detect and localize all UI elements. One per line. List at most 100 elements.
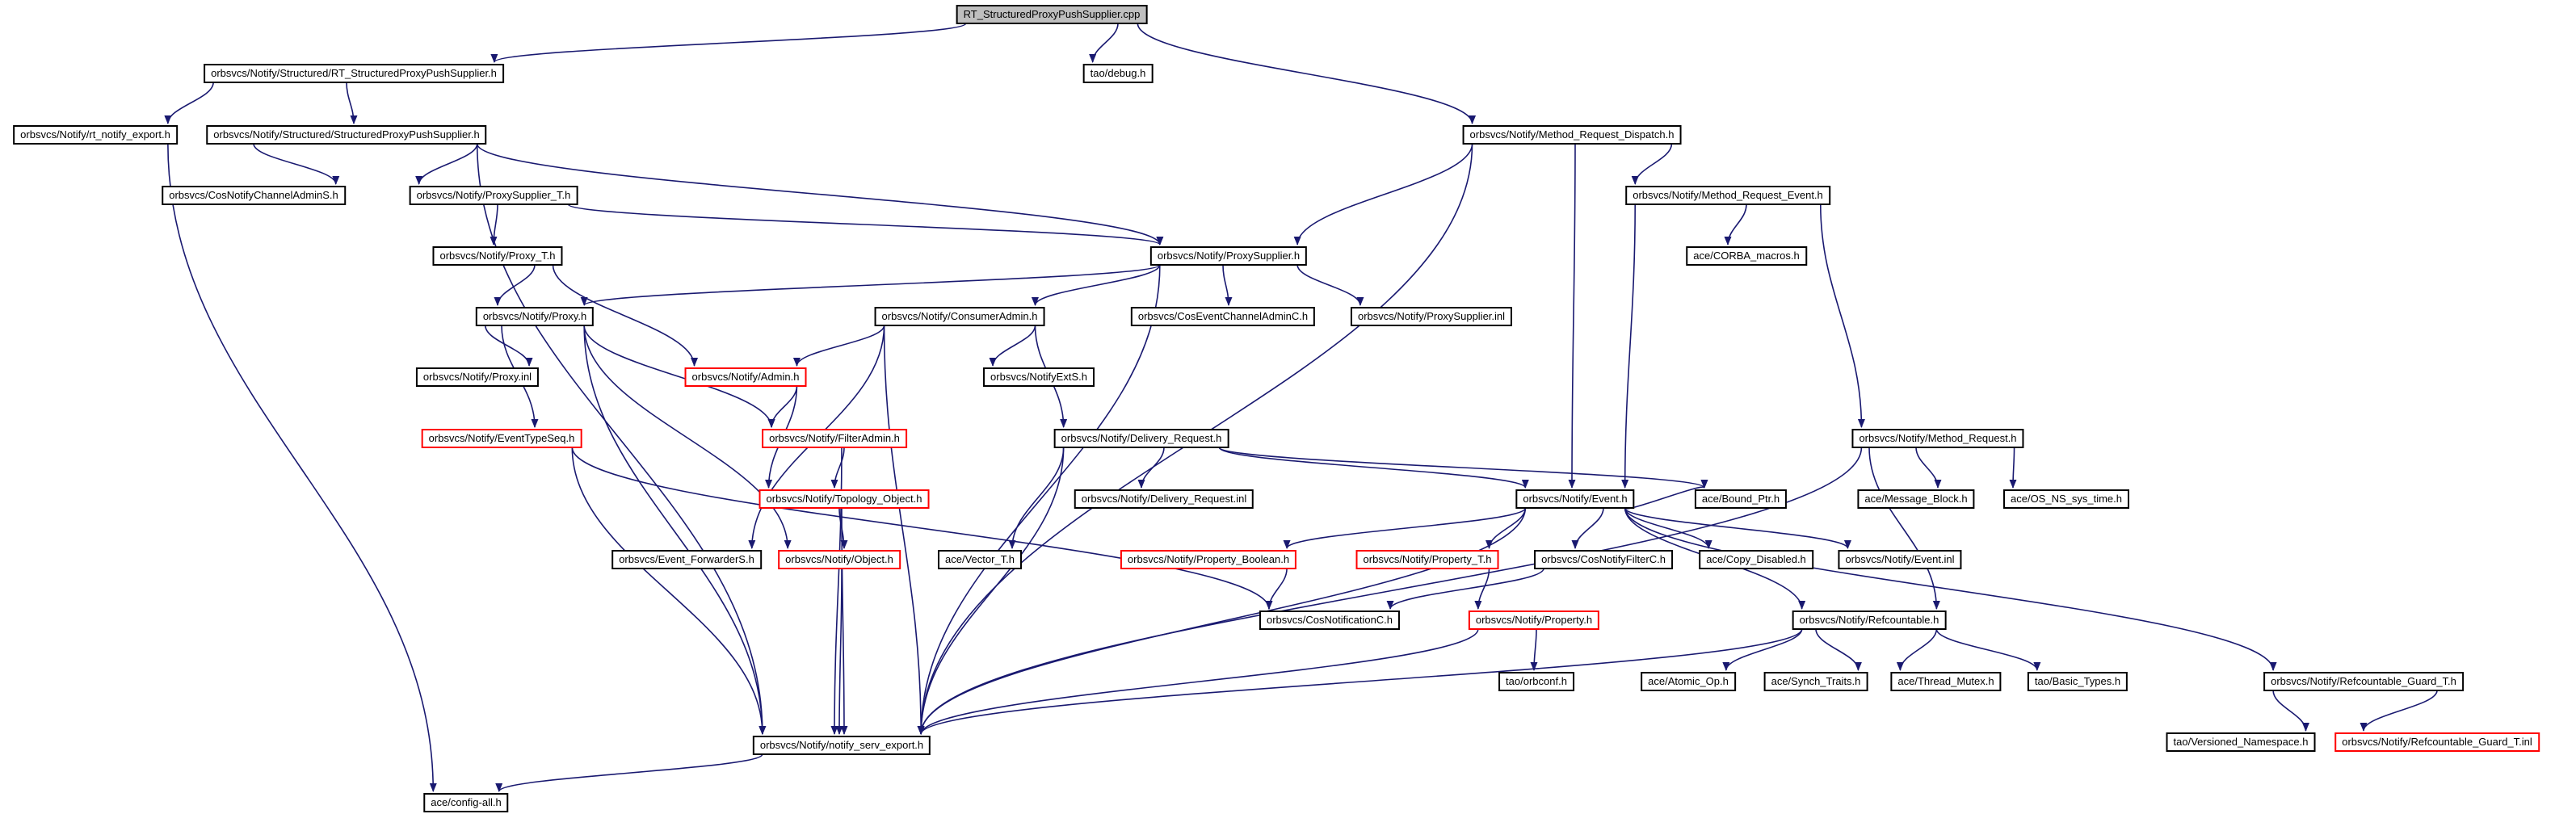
include-edge: [581, 264, 1161, 306]
include-edge: [1935, 628, 2041, 671]
include-edge: [917, 628, 1479, 735]
include-edge: [1568, 143, 1576, 489]
graph-node-ace-atomic-op-h[interactable]: ace/Atomic_Op.h: [1641, 672, 1736, 691]
graph-node-tao-orbconf-h[interactable]: tao/orbconf.h: [1498, 672, 1574, 691]
include-edge: [583, 325, 775, 428]
include-edge: [490, 204, 498, 245]
graph-node-orbsvcs-notify-proxysupplier-inl[interactable]: orbsvcs/Notify/ProxySupplier.inl: [1350, 307, 1513, 326]
include-edge: [346, 82, 358, 124]
include-edge: [1724, 204, 1747, 245]
graph-node-orbsvcs-notify-refcountable-guard-t-inl[interactable]: orbsvcs/Notify/Refcountable_Guard_T.inl: [2334, 732, 2540, 752]
graph-node-orbsvcs-cosnotifyfilterc-h[interactable]: orbsvcs/CosNotifyFilterC.h: [1534, 550, 1673, 569]
include-edge: [1571, 507, 1604, 549]
include-edge: [883, 325, 925, 735]
graph-node-orbsvcs-cosnotificationc-h[interactable]: orbsvcs/CosNotificationC.h: [1259, 610, 1401, 630]
graph-node-orbsvcs-notify-method-request-event-h[interactable]: orbsvcs/Notify/Method_Request_Event.h: [1625, 186, 1830, 205]
graph-node-ace-os-ns-sys-time-h[interactable]: ace/OS_NS_sys_time.h: [2002, 489, 2130, 509]
include-edge: [1815, 628, 1862, 671]
include-edge: [1293, 143, 1473, 245]
include-edge: [1218, 447, 1708, 489]
include-edge: [1624, 507, 1712, 549]
include-edge: [567, 204, 1163, 245]
include-edge: [1032, 264, 1161, 306]
graph-node-orbsvcs-notify-structured-structuredproxypushsupplier-h[interactable]: orbsvcs/Notify/Structured/StructuredProx…: [206, 125, 487, 145]
include-edge: [835, 568, 843, 735]
graph-node-orbsvcs-notify-rt-notify-export-h[interactable]: orbsvcs/Notify/rt_notify_export.h: [13, 125, 178, 145]
graph-node-orbsvcs-coseventchanneladminc-h[interactable]: orbsvcs/CosEventChannelAdminC.h: [1130, 307, 1316, 326]
graph-node-orbsvcs-notify-proxy-h[interactable]: orbsvcs/Notify/Proxy.h: [475, 307, 595, 326]
include-edge: [490, 23, 967, 63]
include-edge: [1631, 143, 1673, 185]
graph-node-orbsvcs-notify-refcountable-h[interactable]: orbsvcs/Notify/Refcountable.h: [1792, 610, 1947, 630]
include-edge: [917, 264, 1161, 735]
graph-node-orbsvcs-notify-proxy-inl[interactable]: orbsvcs/Notify/Proxy.inl: [415, 367, 540, 387]
include-edge: [1222, 264, 1233, 306]
graph-node-orbsvcs-notify-notify-serv-export-h[interactable]: orbsvcs/Notify/notify_serv_export.h: [752, 736, 931, 755]
include-edge: [415, 143, 478, 185]
graph-node-orbsvcs-notify-event-h[interactable]: orbsvcs/Notify/Event.h: [1515, 489, 1635, 509]
graph-node-orbsvcs-notify-method-request-dispatch-h[interactable]: orbsvcs/Notify/Method_Request_Dispatch.h: [1462, 125, 1682, 145]
include-edge: [1624, 479, 1708, 510]
graph-node-tao-versioned-namespace-h[interactable]: tao/Versioned_Namespace.h: [2166, 732, 2316, 752]
graph-node-orbsvcs-notify-proxy-t-h[interactable]: orbsvcs/Notify/Proxy_T.h: [432, 246, 563, 266]
include-edge: [253, 143, 340, 185]
include-edge: [1008, 447, 1065, 549]
graph-node-ace-synch-traits-h[interactable]: ace/Synch_Traits.h: [1763, 672, 1868, 691]
include-edge: [917, 507, 1527, 735]
include-edge: [1474, 568, 1490, 610]
graph-node-ace-config-all-h[interactable]: ace/config-all.h: [423, 793, 509, 812]
include-edge: [495, 753, 763, 792]
include-edge: [1624, 507, 2277, 671]
include-edge: [917, 447, 1863, 735]
graph-node-orbsvcs-notify-event-inl[interactable]: orbsvcs/Notify/Event.inl: [1838, 550, 1962, 569]
graph-node-orbsvcs-event-forwarders-h[interactable]: orbsvcs/Event_ForwarderS.h: [611, 550, 762, 569]
include-edge: [1218, 447, 1529, 489]
graph-node-orbsvcs-notify-delivery-request-inl[interactable]: orbsvcs/Notify/Delivery_Request.inl: [1074, 489, 1254, 509]
include-edge: [583, 325, 767, 735]
include-edge: [1868, 447, 1940, 610]
graph-node-ace-thread-mutex-h[interactable]: ace/Thread_Mutex.h: [1890, 672, 2002, 691]
graph-node-ace-message-block-h[interactable]: ace/Message_Block.h: [1857, 489, 1975, 509]
include-edge: [164, 82, 214, 124]
graph-node-tao-basic-types-h[interactable]: tao/Basic_Types.h: [2027, 672, 2128, 691]
include-edge: [571, 447, 1273, 610]
graph-node-orbsvcs-notify-refcountable-guard-t-h[interactable]: orbsvcs/Notify/Refcountable_Guard_T.h: [2263, 672, 2464, 691]
graph-node-rt-structuredproxypushsupplier-cpp: RT_StructuredProxyPushSupplier.cpp: [956, 5, 1148, 24]
include-edge: [1915, 447, 1942, 489]
graph-node-orbsvcs-notify-eventtypeseq-h[interactable]: orbsvcs/Notify/EventTypeSeq.h: [421, 429, 582, 448]
graph-node-orbsvcs-notify-proxysupplier-h[interactable]: orbsvcs/Notify/ProxySupplier.h: [1149, 246, 1308, 266]
include-edge: [1819, 204, 1865, 428]
include-edge: [1621, 204, 1637, 489]
include-edge: [830, 447, 845, 489]
graph-node-orbsvcs-notify-object-h[interactable]: orbsvcs/Notify/Object.h: [778, 550, 901, 569]
include-edge: [1530, 628, 1538, 671]
include-edge: [583, 325, 792, 549]
include-edge: [917, 447, 1065, 735]
include-edge: [2009, 447, 2017, 489]
graph-node-orbsvcs-notify-proxysupplier-t-h[interactable]: orbsvcs/Notify/ProxySupplier_T.h: [409, 186, 578, 205]
include-edge: [1265, 568, 1288, 610]
graph-node-orbsvcs-notify-property-t-h[interactable]: orbsvcs/Notify/Property_T.h: [1355, 550, 1499, 569]
graph-node-tao-debug-h[interactable]: tao/debug.h: [1082, 64, 1154, 83]
graph-node-ace-vector-t-h[interactable]: ace/Vector_T.h: [938, 550, 1022, 569]
graph-node-ace-corba-macros-h[interactable]: ace/CORBA_macros.h: [1686, 246, 1807, 266]
graph-node-orbsvcs-notify-admin-h[interactable]: orbsvcs/Notify/Admin.h: [684, 367, 807, 387]
graph-node-orbsvcs-notify-consumeradmin-h[interactable]: orbsvcs/Notify/ConsumerAdmin.h: [874, 307, 1045, 326]
graph-node-ace-copy-disabled-h[interactable]: ace/Copy_Disabled.h: [1699, 550, 1813, 569]
graph-node-orbsvcs-notify-structured-rt-structuredproxypushsupplier-h[interactable]: orbsvcs/Notify/Structured/RT_StructuredP…: [204, 64, 504, 83]
graph-node-orbsvcs-notify-property-h[interactable]: orbsvcs/Notify/Property.h: [1468, 610, 1600, 630]
graph-node-ace-bound-ptr-h[interactable]: ace/Bound_Ptr.h: [1694, 489, 1788, 509]
graph-node-orbsvcs-notify-delivery-request-h[interactable]: orbsvcs/Notify/Delivery_Request.h: [1053, 429, 1229, 448]
include-edge: [552, 264, 698, 367]
include-edge: [485, 325, 533, 367]
graph-node-orbsvcs-notify-property-boolean-h[interactable]: orbsvcs/Notify/Property_Boolean.h: [1120, 550, 1297, 569]
graph-node-orbsvcs-notify-topology-object-h[interactable]: orbsvcs/Notify/Topology_Object.h: [759, 489, 930, 509]
include-edge: [494, 264, 536, 306]
graph-node-orbsvcs-notify-method-request-h[interactable]: orbsvcs/Notify/Method_Request.h: [1851, 429, 2024, 448]
graph-node-orbsvcs-cosnotifychanneladmins-h[interactable]: orbsvcs/CosNotifyChannelAdminS.h: [162, 186, 346, 205]
include-edge: [1283, 507, 1527, 549]
graph-node-orbsvcs-notify-filteradmin-h[interactable]: orbsvcs/Notify/FilterAdmin.h: [762, 429, 907, 448]
include-edge: [1296, 264, 1364, 306]
graph-node-orbsvcs-notifyexts-h[interactable]: orbsvcs/NotifyExtS.h: [983, 367, 1095, 387]
